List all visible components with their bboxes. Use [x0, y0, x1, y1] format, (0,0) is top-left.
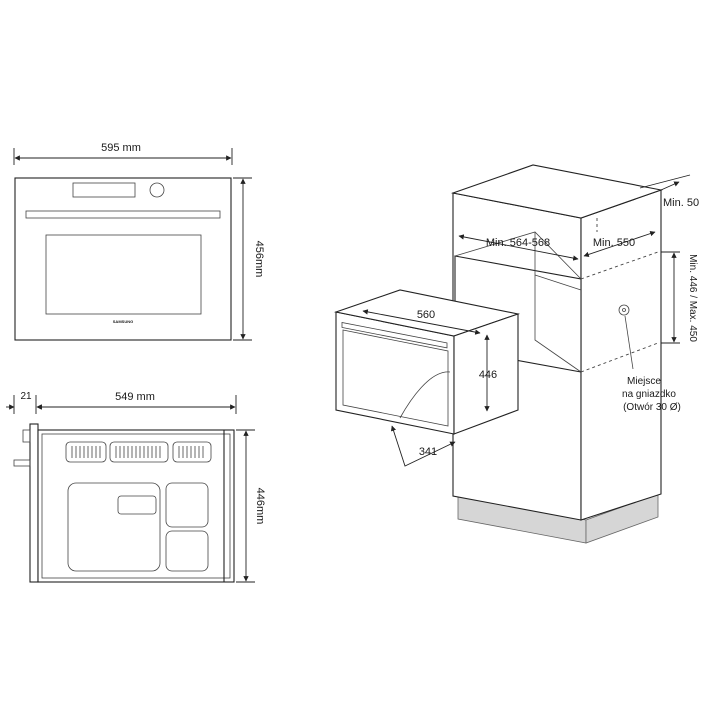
socket-label-line1: Miejsce: [627, 376, 661, 387]
cavity-width-dimension-line: [458, 234, 579, 261]
side-main-panel: [67, 482, 161, 572]
cavity-width-label: Min. 564-568: [486, 237, 550, 249]
unit-width-dimension-line: [362, 309, 481, 335]
side-offset-label: 21: [20, 391, 32, 402]
cavity-depth-dimension-line: [583, 230, 656, 258]
front-width-label: 595 mm: [101, 142, 141, 154]
brand-logo: SAMSUNG: [113, 319, 133, 324]
side-lower-panel: [165, 530, 209, 572]
side-depth-label: 549 mm: [115, 391, 155, 403]
side-door-plate: [29, 423, 39, 583]
socket-label-line3: (Otwór 30 Ø): [623, 402, 681, 413]
top-clearance-dimension-line: [660, 181, 680, 191]
side-view: 21 549 mm 446mm: [6, 391, 266, 583]
front-height-label: 456mm: [253, 241, 265, 278]
oven-front-body: [14, 177, 232, 341]
side-upper-panel: [165, 482, 209, 528]
door-handle: [25, 210, 221, 219]
install-view: 560 446 341 Min. 564-568 Min. 550 Min. 5…: [333, 164, 699, 544]
control-knob: [149, 182, 165, 198]
side-height-label: 446mm: [254, 488, 266, 525]
socket-hole: [618, 304, 630, 316]
unit-depth-label: 341: [419, 446, 437, 458]
socket-label-line2: na gniazdko: [622, 389, 676, 400]
cavity-depth-label: Min. 550: [593, 237, 635, 249]
front-view: 595 mm SAMSUNG 456mm: [13, 142, 265, 341]
vent-slots: [65, 441, 212, 463]
unit-width-label: 560: [417, 309, 435, 321]
side-label-plate: [117, 495, 157, 515]
unit-height-label: 446: [479, 369, 497, 381]
door-window: [45, 234, 202, 315]
cavity-height-label: Min. 446 / Max. 450: [687, 254, 698, 342]
top-clearance-label: Min. 50: [663, 197, 699, 209]
unit-depth-dimension-line: [390, 425, 456, 467]
control-display: [72, 182, 136, 198]
